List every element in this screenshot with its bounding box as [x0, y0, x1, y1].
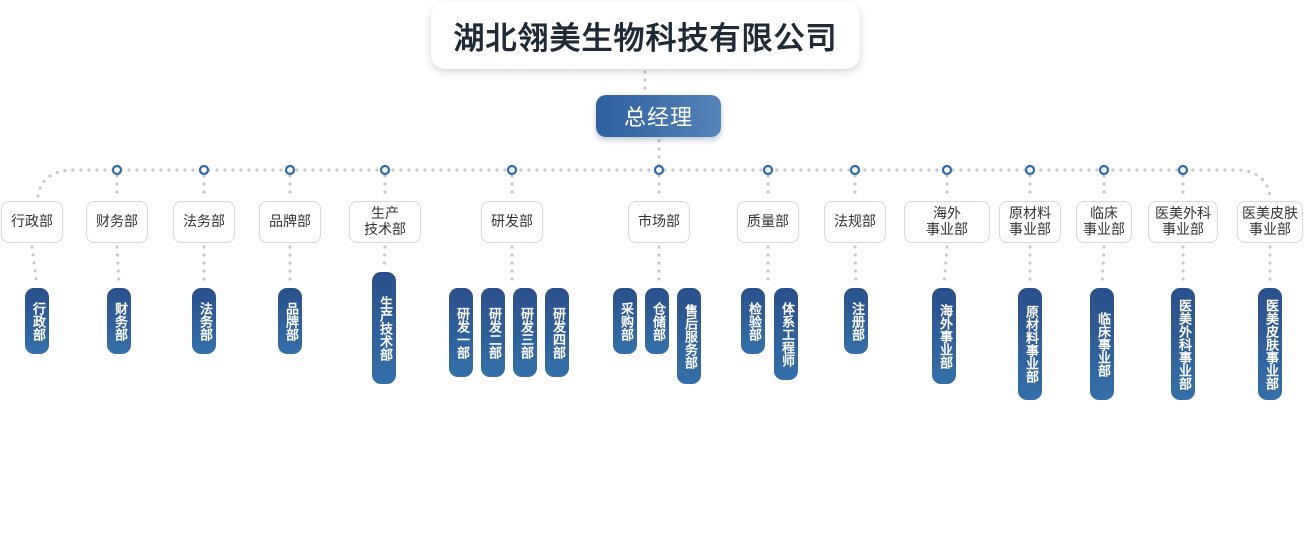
department-box[interactable]: 质量部	[737, 201, 799, 243]
department-box[interactable]: 生产 技术部	[349, 201, 421, 243]
junction-node-icon	[379, 164, 391, 176]
department-box[interactable]: 医美皮肤 事业部	[1237, 201, 1303, 243]
department-label: 市场部	[638, 214, 680, 230]
department-label: 临床 事业部	[1083, 206, 1125, 238]
sub-department-pill[interactable]: 仓储部	[645, 288, 669, 354]
sub-department-pill[interactable]: 采购部	[613, 288, 637, 354]
department-box[interactable]: 研发部	[481, 201, 543, 243]
department-box[interactable]: 海外 事业部	[904, 201, 990, 243]
department-label: 财务部	[96, 214, 138, 230]
junction-node-icon	[762, 164, 774, 176]
junction-node-icon	[284, 164, 296, 176]
sub-department-pill[interactable]: 医美外科事业部	[1171, 288, 1195, 400]
sub-department-pill[interactable]: 行政部	[25, 288, 49, 354]
sub-department-pill[interactable]: 研发一部	[449, 288, 473, 377]
department-label: 医美外科 事业部	[1155, 206, 1211, 238]
connector-dept-sub	[115, 245, 121, 288]
company-title: 湖北翎美生物科技有限公司	[431, 2, 860, 69]
sub-department-pill[interactable]: 医美皮肤事业部	[1258, 288, 1282, 400]
junction-node-icon	[111, 164, 123, 176]
sub-department-pill[interactable]: 注册部	[844, 288, 868, 354]
department-label: 行政部	[11, 214, 53, 230]
department-box[interactable]: 行政部	[1, 201, 63, 243]
department-label: 海外 事业部	[926, 206, 968, 238]
connector-dept-sub	[942, 245, 949, 288]
sub-department-pill[interactable]: 原材料事业部	[1018, 288, 1042, 400]
sub-department-pill[interactable]: 检验部	[741, 288, 765, 354]
junction-node-icon	[198, 164, 210, 176]
sub-department-pill[interactable]: 生产技术部	[372, 272, 396, 384]
department-box[interactable]: 财务部	[86, 201, 148, 243]
sub-department-pill[interactable]: 研发四部	[545, 288, 569, 377]
junction-node-icon	[653, 164, 665, 176]
department-label: 生产 技术部	[364, 206, 406, 238]
department-box[interactable]: 市场部	[628, 201, 690, 243]
connector-dept-sub	[30, 245, 39, 288]
junction-node-icon	[941, 164, 953, 176]
department-box[interactable]: 原材料 事业部	[999, 201, 1061, 243]
junction-node-icon	[1177, 164, 1189, 176]
department-label: 质量部	[747, 214, 789, 230]
department-box[interactable]: 医美外科 事业部	[1148, 201, 1218, 243]
sub-department-pill[interactable]: 临床事业部	[1090, 288, 1114, 400]
sub-department-pill[interactable]: 体系工程师	[774, 288, 798, 380]
connector-dept-sub	[382, 245, 387, 272]
general-manager-node[interactable]: 总经理	[596, 95, 721, 137]
connector-bus	[36, 168, 1272, 198]
department-box[interactable]: 临床 事业部	[1076, 201, 1132, 243]
sub-department-pill[interactable]: 财务部	[107, 288, 131, 354]
connector-dept-sub	[1100, 245, 1106, 288]
sub-department-pill[interactable]: 法务部	[192, 288, 216, 354]
department-label: 品牌部	[269, 214, 311, 230]
sub-department-pill[interactable]: 售后服务部	[677, 288, 701, 384]
department-box[interactable]: 法务部	[173, 201, 235, 243]
department-box[interactable]: 品牌部	[259, 201, 321, 243]
junction-node-icon	[1098, 164, 1110, 176]
department-label: 法规部	[834, 214, 876, 230]
sub-department-pill[interactable]: 研发二部	[481, 288, 505, 377]
junction-node-icon	[1024, 164, 1036, 176]
department-box[interactable]: 法规部	[824, 201, 886, 243]
junction-node-icon	[506, 164, 518, 176]
department-label: 医美皮肤 事业部	[1242, 206, 1298, 238]
department-label: 研发部	[491, 214, 533, 230]
sub-department-pill[interactable]: 品牌部	[278, 288, 302, 354]
junction-node-icon	[849, 164, 861, 176]
department-label: 法务部	[183, 214, 225, 230]
sub-department-pill[interactable]: 研发三部	[513, 288, 537, 377]
connector-dept-sub	[853, 245, 858, 288]
sub-department-pill[interactable]: 海外事业部	[932, 288, 956, 384]
department-label: 原材料 事业部	[1009, 206, 1051, 238]
